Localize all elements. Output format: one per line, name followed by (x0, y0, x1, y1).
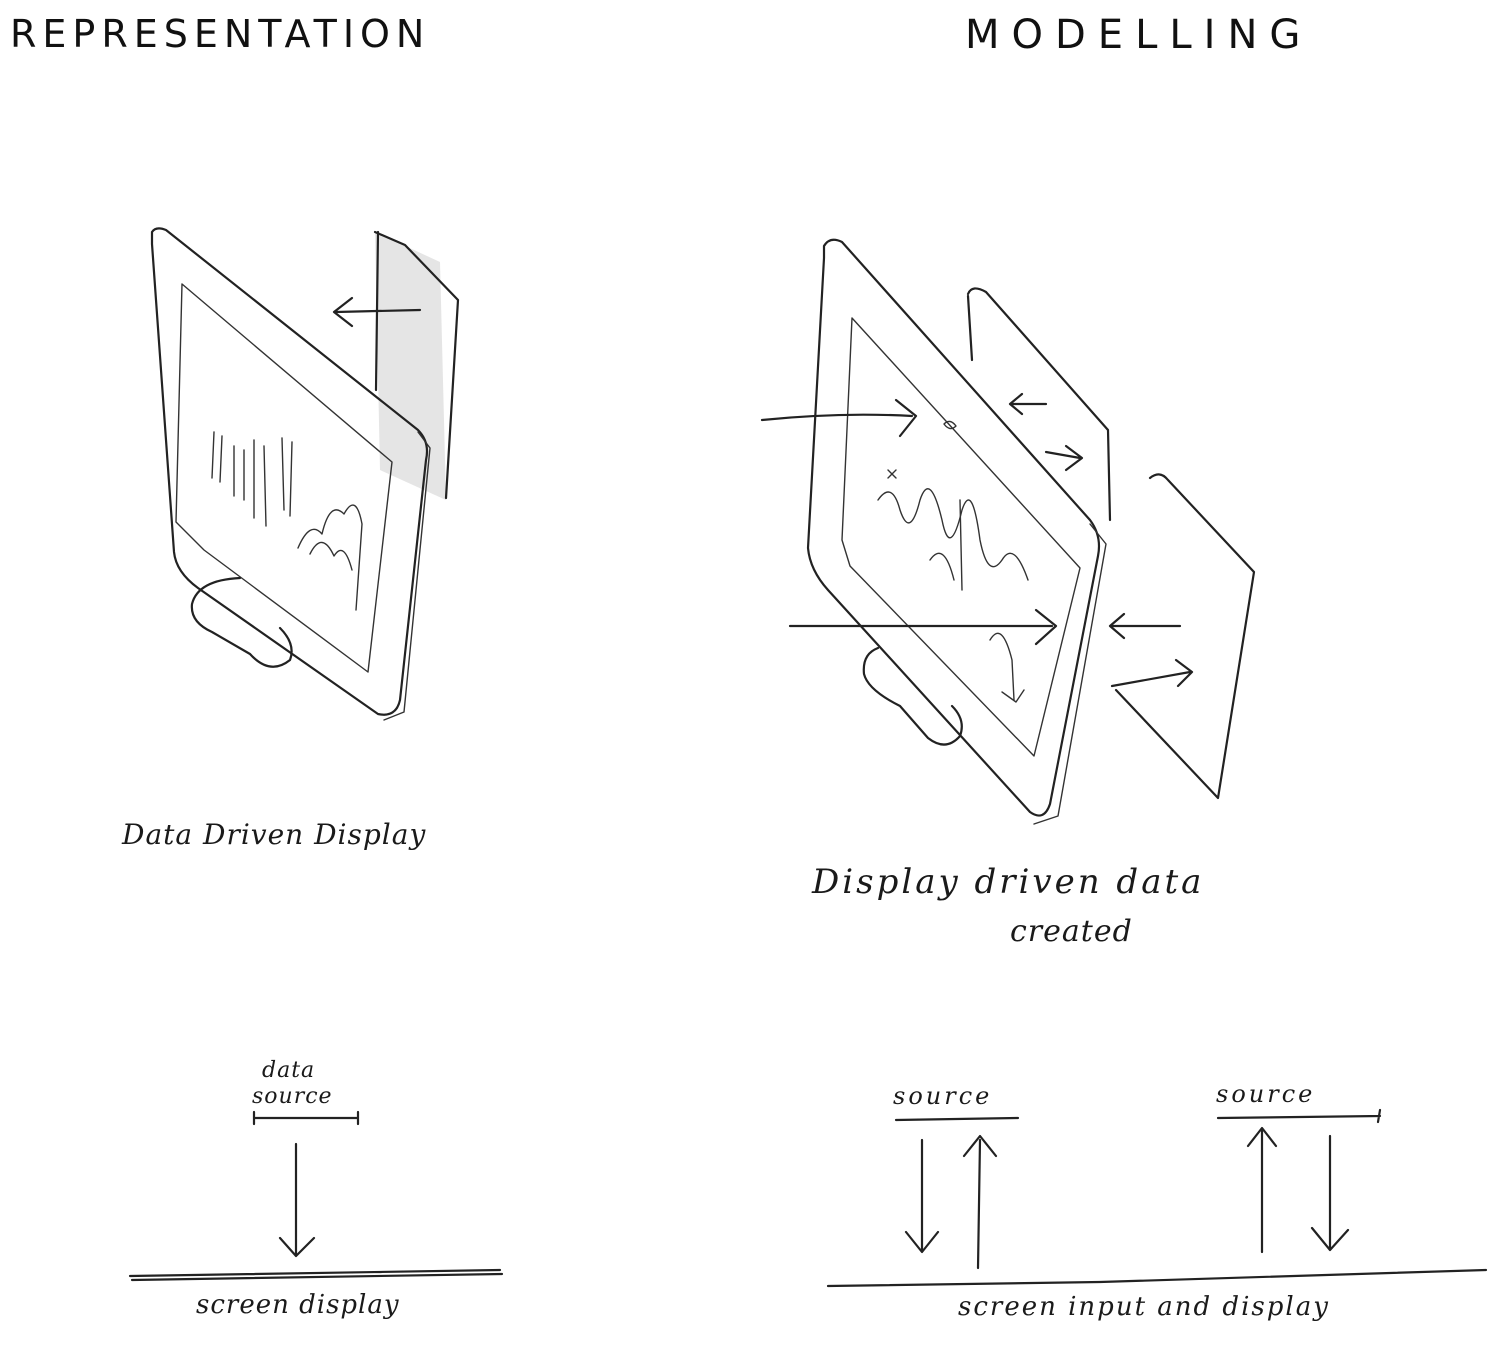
right-up-arrow-1 (964, 1136, 996, 1268)
right-panel-arrow-out-lower (1112, 660, 1192, 686)
right-down-arrow-2 (1312, 1136, 1348, 1250)
caption-display-driven-data: Display driven data (812, 862, 1204, 902)
left-hand (192, 578, 292, 667)
heading-representation: REPRESENTATION (10, 12, 430, 56)
right-screen-line (828, 1270, 1486, 1286)
left-source-panel-shade (375, 232, 446, 500)
right-screen-marks (888, 421, 956, 478)
heading-modelling: MODELLING (965, 12, 1312, 58)
label-source-right: source (1216, 1080, 1315, 1108)
left-tablet-screen (176, 284, 392, 672)
left-screen-bars (212, 432, 292, 526)
left-tablet-sketch (152, 228, 458, 720)
right-panel-arrow-out-upper (1046, 446, 1082, 470)
label-screen-display: screen display (196, 1290, 400, 1320)
right-tablet-sketch (762, 240, 1254, 824)
right-source-bar-right (1218, 1110, 1380, 1122)
left-screen-line (130, 1270, 502, 1280)
right-up-arrow-2 (1248, 1128, 1276, 1252)
caption-data-driven-display: Data Driven Display (122, 818, 426, 851)
right-screen-scribble-1 (878, 489, 1028, 580)
label-screen-input-and-display: screen input and display (958, 1292, 1330, 1322)
right-panel-arrow-in-upper (1010, 394, 1046, 414)
label-source-left: source (893, 1082, 992, 1110)
right-input-arrow-upper (762, 400, 916, 436)
label-data: data (262, 1058, 315, 1083)
right-source-panel-lower (1116, 474, 1254, 798)
right-panel-arrow-in-lower (1110, 614, 1180, 638)
right-input-arrow-lower (790, 610, 1056, 644)
left-data-source-bar (254, 1112, 358, 1124)
label-data-source: source (252, 1084, 333, 1109)
left-screen-area-chart (298, 505, 362, 610)
right-hand (864, 648, 962, 745)
left-down-arrow (280, 1144, 314, 1256)
caption-created: created (1010, 914, 1133, 949)
left-flow-diagram (130, 1112, 502, 1280)
right-flow-diagram (828, 1110, 1486, 1286)
right-source-bar-left (896, 1118, 1018, 1120)
right-down-arrow-1 (906, 1140, 938, 1252)
